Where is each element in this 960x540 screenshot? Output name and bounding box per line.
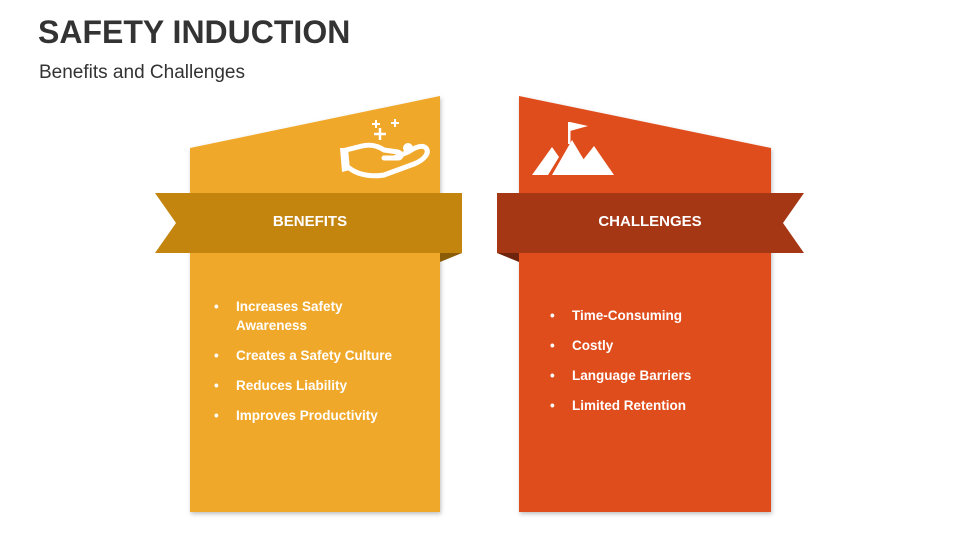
page-subtitle: Benefits and Challenges	[39, 62, 245, 83]
list-item: Improves Productivity	[212, 406, 402, 425]
list-item: Reduces Liability	[212, 376, 402, 395]
challenges-list: Time-Consuming Costly Language Barriers …	[548, 306, 748, 426]
benefits-banner	[155, 193, 462, 253]
page-title: SAFETY INDUCTION	[38, 14, 351, 50]
challenges-banner-label: CHALLENGES	[598, 213, 702, 230]
mountain-flag-icon	[532, 122, 614, 175]
benefits-banner-fold	[440, 253, 462, 262]
challenges-banner-fold	[497, 253, 519, 262]
list-item: Increases Safety Awareness	[212, 297, 402, 335]
list-item: Costly	[548, 336, 748, 355]
hand-offering-icon	[340, 119, 430, 179]
list-item: Language Barriers	[548, 366, 748, 385]
list-item: Time-Consuming	[548, 306, 748, 325]
list-item: Creates a Safety Culture	[212, 346, 402, 365]
challenges-banner	[497, 193, 804, 253]
benefits-list: Increases Safety Awareness Creates a Saf…	[212, 297, 402, 436]
list-item: Limited Retention	[548, 396, 748, 415]
benefits-banner-label: BENEFITS	[272, 213, 348, 230]
